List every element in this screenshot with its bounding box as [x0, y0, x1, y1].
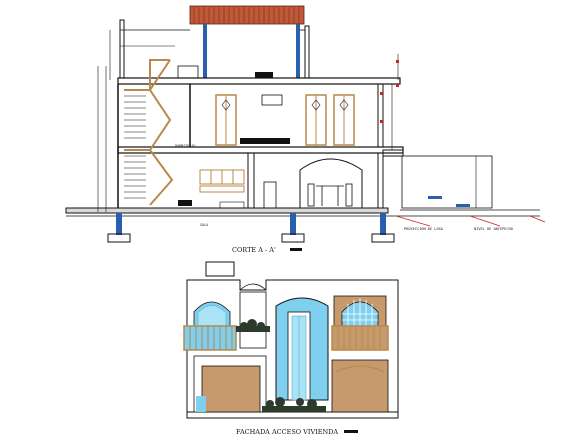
kitchen-cabinets: [199, 169, 245, 193]
upper-door-3: [333, 94, 355, 146]
floor-slab: [117, 146, 404, 154]
note-right-a: PROYECCION DE LOSA: [404, 227, 444, 231]
balcony-left: [183, 325, 237, 351]
roof-tiles: [189, 5, 305, 25]
ground-slab: [65, 207, 389, 214]
pergola-column-right: [296, 24, 300, 80]
section-title: CORTE A - A': [232, 246, 276, 254]
note-right-b: NIVEL DE ANTEPECHO: [474, 227, 513, 231]
window-upper-right: [341, 298, 379, 327]
garage-door-right: [331, 359, 389, 413]
room-label-2: SALA: [200, 223, 208, 227]
window-upper-left: [193, 301, 231, 327]
facade-drawing: FACHADA ACCESO VIVIENDA: [183, 261, 399, 436]
facade-title: FACHADA ACCESO VIVIENDA: [236, 428, 338, 436]
center-glass-tower: [275, 297, 329, 401]
staircase: [124, 59, 174, 206]
foundations: [107, 213, 395, 243]
upper-door-2: [305, 94, 327, 146]
garage-door-left: [196, 365, 261, 413]
upper-door-1: [215, 94, 237, 146]
dimension-lines: [97, 30, 399, 212]
planter-upper: [240, 319, 265, 330]
roof-slab: [117, 77, 401, 85]
section-title-bar: [290, 248, 302, 251]
pergola-column-left: [203, 24, 207, 80]
facade-title-bar: [344, 430, 358, 433]
section-drawing: PROYECCION DE LOSA NIVEL DE ANTEPECHO DO…: [65, 5, 546, 254]
dining-set: [307, 183, 353, 207]
balcony-right: [331, 325, 389, 351]
arched-opening: [299, 158, 363, 208]
level-markers: [428, 196, 470, 207]
room-label-1: DORMITORIO: [175, 144, 195, 148]
